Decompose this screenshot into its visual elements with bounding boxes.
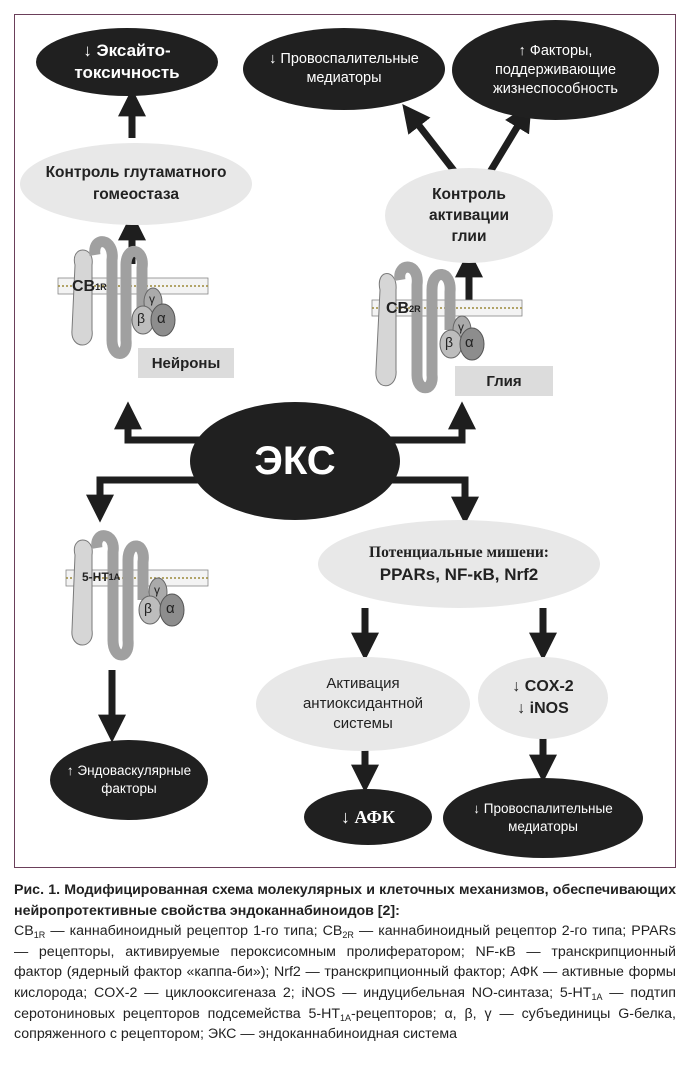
- caption-ht2-sub: 1A: [340, 1012, 352, 1023]
- caption-cb2-sub: 2R: [342, 930, 354, 941]
- node-excitotoxicity: ↓ Эксайто- токсичность: [36, 28, 218, 96]
- glia-label: Глия: [455, 366, 553, 396]
- cb1-receptor-graphic: [57, 236, 209, 359]
- caption-ht-text: — подтип серотониновых рецепторов подсем…: [14, 984, 676, 1022]
- arrow-eks-to-ht: [86, 476, 210, 523]
- arrow-eks-to-neurons: [114, 401, 200, 444]
- node-endovascular: ↑ Эндоваскулярные факторы: [50, 740, 208, 820]
- arrow-glia-to-survival: [487, 103, 532, 174]
- caption-cb2-text: — каннабиноидный рецептор 2-го типа; PPA…: [14, 923, 676, 1001]
- cb1-alpha-label: α: [157, 310, 166, 327]
- caption-cb1-sub: 1R: [33, 930, 46, 941]
- node-survival-factors: ↑ Факторы, поддерживающие жизнеспособнос…: [452, 20, 659, 120]
- caption-ht2-text: -рецепторов; α, β, γ — субъединицы G-бел…: [14, 1005, 676, 1043]
- node-eks: ЭКС: [190, 402, 400, 520]
- arrow-glia-to-proinflam: [402, 104, 458, 175]
- cb2-alpha-label: α: [465, 334, 474, 351]
- caption-ht-sub: 1A: [591, 991, 603, 1002]
- caption-cb1: CB: [14, 923, 34, 940]
- cb1-label-base: CB: [72, 278, 96, 295]
- node-glia-control: Контроль активации глии: [385, 168, 553, 263]
- ht1a-receptor-graphic: [65, 530, 209, 661]
- ht-label-base: 5-HT: [82, 570, 109, 584]
- node-proinflam-bottom: ↓ Провоспалительные медиаторы: [443, 778, 643, 858]
- cb1-alpha-subunit: [150, 303, 176, 337]
- caption-title: Рис. 1. Модифицированная схема молекуляр…: [14, 882, 676, 919]
- caption-ht2: 5-HT: [308, 1005, 341, 1022]
- cb2-beta-label: β: [445, 334, 454, 350]
- cb1-beta-label: β: [137, 310, 146, 326]
- ht-alpha-label: α: [166, 600, 175, 617]
- node-targets: Потенциальные мишени: PPARs, NF-κB, Nrf2: [318, 520, 600, 608]
- node-antioxidant: Активация антиоксидантной системы: [256, 657, 470, 751]
- ht-beta-label: β: [144, 600, 153, 616]
- ht-gamma-label: γ: [154, 583, 160, 597]
- node-cox-inos: ↓ COX-2 ↓ iNOS: [478, 657, 608, 739]
- arrow-eks-to-targets: [380, 476, 479, 525]
- cb1-gamma-label: γ: [149, 292, 155, 306]
- neurons-label: Нейроны: [138, 348, 234, 378]
- targets-line1: Потенциальные мишени:: [369, 543, 549, 561]
- caption-cb2: CB: [322, 923, 343, 940]
- cb2-gamma-label: γ: [458, 320, 464, 334]
- ht-alpha-subunit: [159, 593, 185, 627]
- node-glutamate-control: Контроль глутаматного гомеостаза: [20, 143, 252, 225]
- targets-line2: PPARs, NF-κB, Nrf2: [379, 564, 539, 584]
- arrow-eks-to-glia: [388, 401, 476, 444]
- figure-frame: [14, 14, 676, 868]
- caption-ht: 5-HT: [559, 984, 592, 1001]
- cb2-receptor-graphic: [371, 261, 523, 394]
- cb2-alpha-subunit: [459, 327, 485, 361]
- caption-cb1-text: — каннабиноидный рецептор 1-го типа;: [45, 923, 323, 940]
- figure-caption: Рис. 1. Модифицированная схема молекуляр…: [14, 880, 676, 1045]
- node-proinflam-top: ↓ Провоспалительные медиаторы: [243, 28, 445, 110]
- cb2-label-base: CB: [386, 300, 410, 317]
- node-afk: ↓ АФК: [304, 789, 432, 845]
